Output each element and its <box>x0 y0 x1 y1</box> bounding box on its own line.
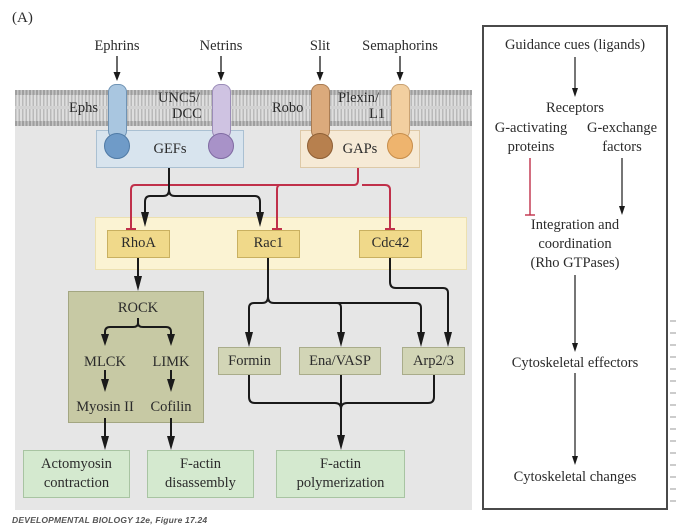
gaps-label: GAPs <box>342 141 378 157</box>
rock-module-box <box>68 291 204 423</box>
outcome-actomyosin-line2: contraction <box>43 475 110 491</box>
cofilin-label: Cofilin <box>150 399 192 415</box>
rock-label: ROCK <box>117 300 159 316</box>
formin-box <box>218 347 281 375</box>
effector-label-formin: Formin <box>228 353 271 369</box>
figure-credit: DEVELOPMENTAL BIOLOGY 12e, Figure 17.24 <box>12 515 208 525</box>
gtpase-label-rac1: Rac1 <box>253 235 284 251</box>
ligand-ephrins: Ephrins <box>94 38 140 54</box>
unc5-dcc-receptor-domain <box>208 133 234 159</box>
summary-g-exchange-line2: factors <box>602 139 642 155</box>
robo-receptor-domain <box>307 133 333 159</box>
outcome-disassembly-line1: F-actin <box>179 456 222 472</box>
summary-cytoskeletal-changes: Cytoskeletal changes <box>513 469 637 485</box>
ephs-receptor-domain <box>104 133 130 159</box>
ligand-arrows <box>116 56 401 74</box>
receptor-label-dcc: DCC <box>172 106 202 122</box>
summary-inhibition <box>525 158 535 216</box>
receptor-label-unc5: UNC5/ <box>158 90 200 106</box>
arp23-box <box>402 347 465 375</box>
limk-label: LIMK <box>152 354 190 370</box>
summary-guidance-cues: Guidance cues (ligands) <box>504 37 646 53</box>
gef-to-rhoa <box>144 168 170 214</box>
ligand-semaphorins: Semaphorins <box>362 38 438 54</box>
outcome-box-disassembly <box>147 450 254 498</box>
outcome-box-actomyosin <box>23 450 130 498</box>
gap-to-cdc42 <box>362 184 391 228</box>
plexin-l1-receptor-domain <box>387 133 413 159</box>
myosin-ii-label: Myosin II <box>76 399 134 415</box>
effector-label-arp23: Arp2/3 <box>412 353 455 369</box>
summary-integration-line3: (Rho GTPases) <box>530 255 620 271</box>
summary-g-exchange-line1: G-exchange <box>586 120 658 136</box>
ligand-arrowheads <box>113 72 404 81</box>
outcome-disassembly-line2: disassembly <box>165 475 236 491</box>
outcome-polymerization-line1: F-actin <box>319 456 362 472</box>
outcome-box-polymerization <box>276 450 405 498</box>
summary-integration-line1: Integration and <box>530 217 620 233</box>
summary-cytoskeletal-effectors: Cytoskeletal effectors <box>511 355 639 371</box>
ligand-slit: Slit <box>309 38 331 54</box>
gtpase-label-cdc42: Cdc42 <box>371 235 410 251</box>
gap-to-rhoa <box>130 168 359 228</box>
gefs-label: GEFs <box>153 141 187 157</box>
panel-label: (A) <box>12 10 33 26</box>
gap-inhibition-lines <box>126 168 395 230</box>
outcome-actomyosin-line1: Actomyosin <box>41 456 112 472</box>
effector-label-ena-vasp: Ena/VASP <box>309 353 371 369</box>
summary-g-activating-line2: proteins <box>507 139 555 155</box>
receptor-label-ephs: Ephs <box>69 100 98 116</box>
rac1-box <box>237 230 300 258</box>
receptor-label-robo: Robo <box>272 100 304 116</box>
summary-receptors: Receptors <box>546 100 604 116</box>
gap-to-rac1 <box>276 184 354 228</box>
receptor-label-plexin: Plexin/ <box>338 90 380 106</box>
summary-integration-line2: coordination <box>538 236 612 252</box>
ena-vasp-box <box>299 347 381 375</box>
summary-g-activating-line1: G-activating <box>494 120 568 136</box>
rhoa-box <box>107 230 170 258</box>
mlck-label: MLCK <box>84 354 126 370</box>
outcome-polymerization-line2: polymerization <box>296 475 385 491</box>
gef-to-rac1 <box>168 189 261 214</box>
summary-arrows <box>574 57 623 458</box>
ligand-netrins: Netrins <box>199 38 243 54</box>
cdc42-box <box>359 230 422 258</box>
gtpase-label-rhoa: RhoA <box>121 235 156 251</box>
receptor-label-l1: L1 <box>369 106 386 122</box>
cropped-side-text <box>670 320 676 510</box>
gef-activation-lines <box>144 168 261 214</box>
